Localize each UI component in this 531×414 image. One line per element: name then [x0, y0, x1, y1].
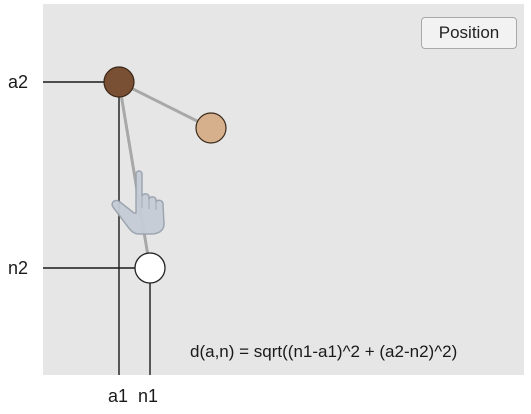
connector-a-to-n — [117, 81, 152, 269]
hand-pointer-icon — [111, 170, 165, 235]
point-n[interactable] — [134, 252, 166, 284]
axis-label-n1: n1 — [138, 386, 159, 406]
axis-label-a2: a2 — [8, 72, 29, 92]
axis-label-a1: a1 — [108, 386, 129, 406]
point-a[interactable] — [103, 66, 135, 98]
drawing-canvas[interactable] — [43, 4, 524, 375]
point-drag[interactable] — [195, 112, 227, 144]
distance-formula: d(a,n) = sqrt((n1-a1)^2 + (a2-n2)^2) — [190, 342, 458, 361]
position-button[interactable]: Position — [421, 17, 517, 49]
connector-a-to-drag — [118, 80, 212, 130]
axis-label-n2: n2 — [8, 258, 29, 278]
